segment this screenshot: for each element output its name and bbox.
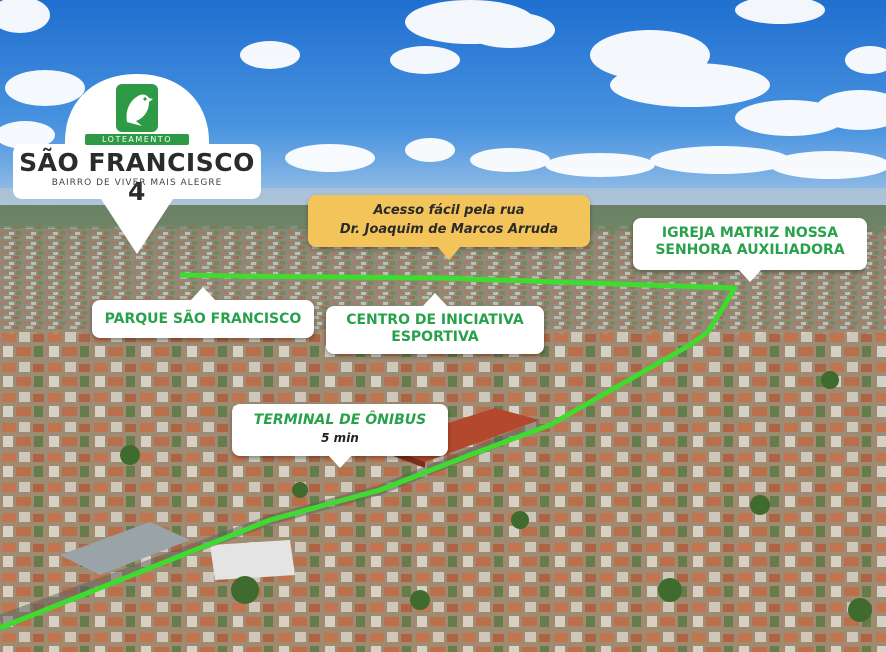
access-note-line2: Dr. Joaquim de Marcos Arruda: [339, 222, 559, 237]
label-centro: CENTRO DE INICIATIVA ESPORTIVA: [326, 293, 544, 354]
route-line: [0, 272, 738, 631]
label-igreja: IGREJA MATRIZ NOSSA SENHORA AUXILIADORA: [633, 218, 867, 282]
label-centro-line2: ESPORTIVA: [391, 328, 479, 345]
label-igreja-pointer: [738, 269, 762, 282]
logo-title: SÃO FRANCISCO 4: [19, 148, 255, 206]
label-terminal-pointer: [328, 455, 352, 468]
access-note-pointer: [437, 246, 461, 260]
label-terminal: TERMINAL DE ÔNIBUS 5 min: [232, 404, 448, 468]
label-igreja-line2: SENHORA AUXILIADORA: [655, 241, 845, 258]
label-igreja-line1: IGREJA MATRIZ NOSSA: [661, 225, 839, 241]
access-note-line1: Acesso fácil pela rua: [373, 203, 525, 218]
bird-icon: [116, 84, 158, 132]
label-parque: PARQUE SÃO FRANCISCO: [92, 287, 314, 338]
logo-tagline: BAIRRO DE VIVER MAIS ALEGRE: [51, 178, 223, 188]
logo-pin: LOTEAMENTO SÃO FRANCISCO 4 BAIRRO DE VIV…: [13, 74, 261, 256]
label-terminal-text: TERMINAL DE ÔNIBUS: [253, 412, 427, 428]
logo-label: LOTEAMENTO: [85, 134, 189, 145]
label-parque-text: PARQUE SÃO FRANCISCO: [104, 311, 302, 327]
logo-pin-shape: [13, 74, 261, 254]
label-centro-pointer: [422, 293, 448, 307]
label-centro-line1: CENTRO DE INICIATIVA: [346, 312, 524, 328]
label-terminal-time: 5 min: [321, 430, 359, 445]
access-note: Acesso fácil pela rua Dr. Joaquim de Mar…: [308, 195, 590, 260]
label-parque-pointer: [190, 287, 216, 301]
